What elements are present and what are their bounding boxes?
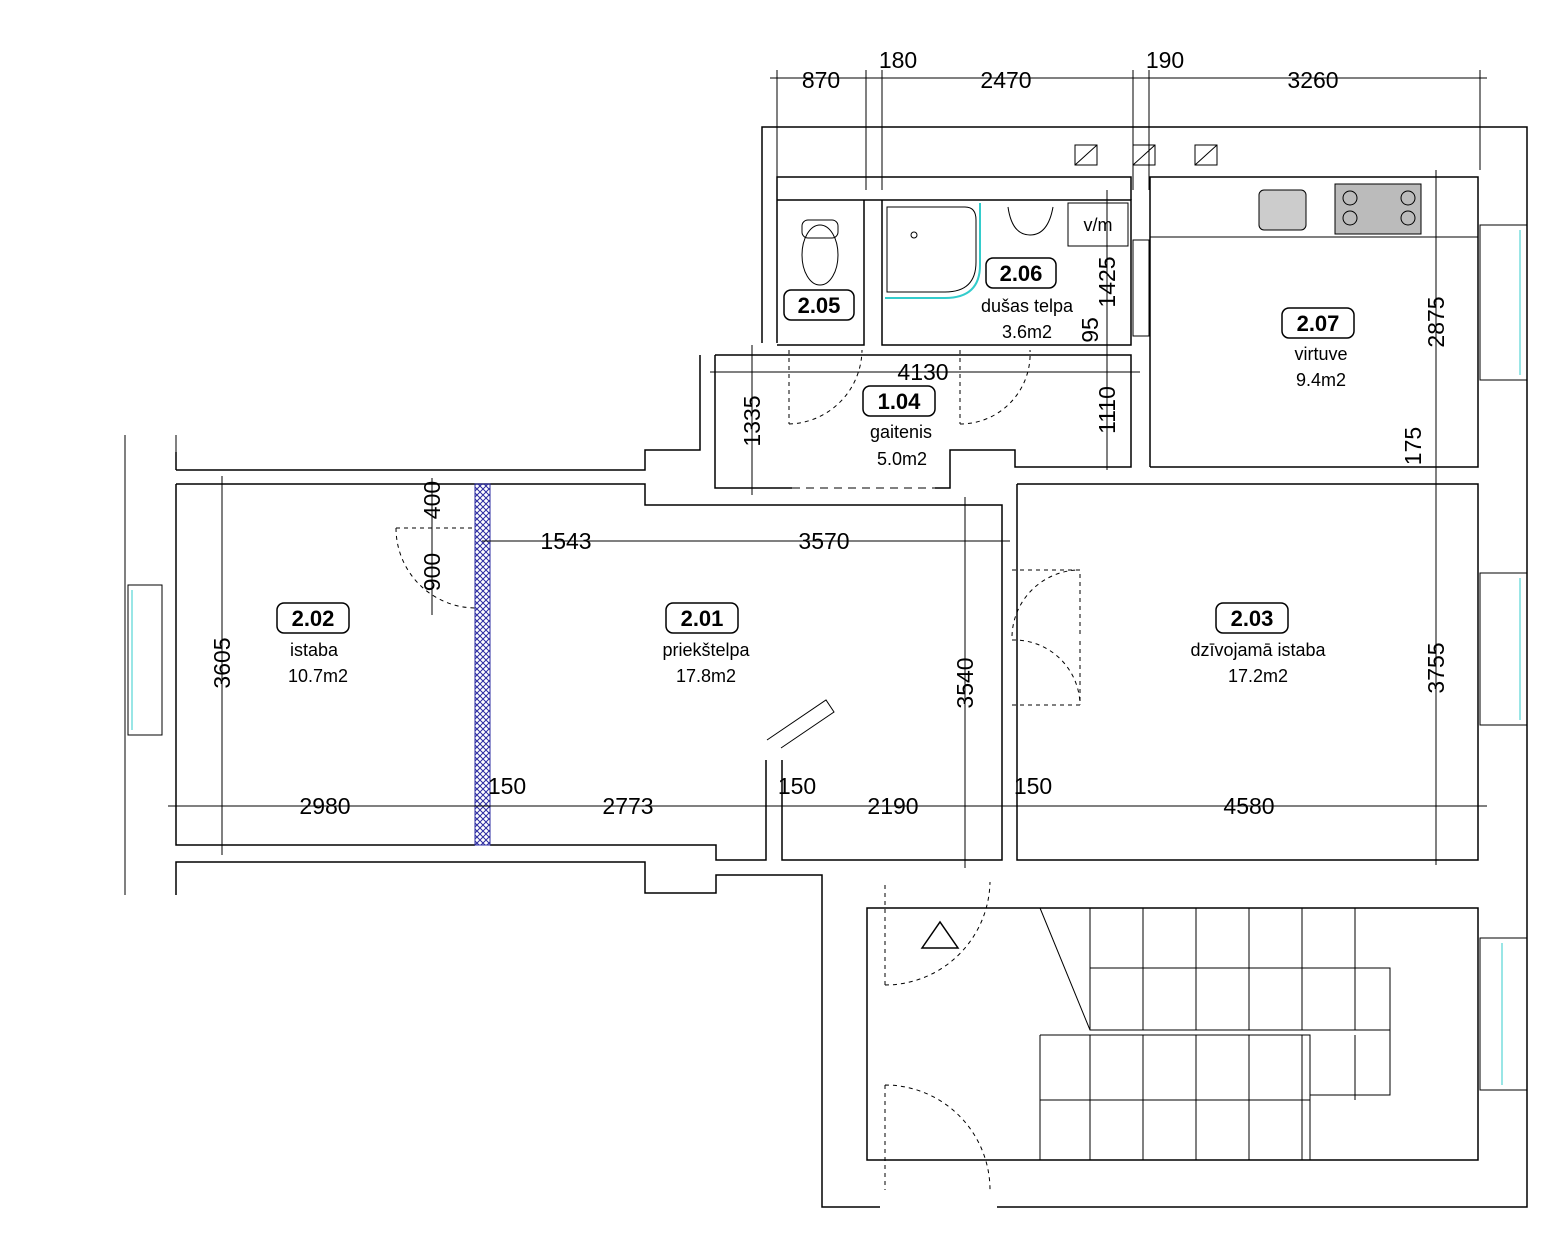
dim-top-180: 180: [879, 47, 917, 73]
dim-top-2470: 2470: [980, 67, 1031, 93]
windows: [127, 224, 1528, 1091]
stairs: [1039, 907, 1391, 1160]
room-name: gaitenis: [870, 422, 932, 442]
room-number: 2.05: [798, 293, 841, 318]
room-area: 5.0m2: [877, 449, 927, 469]
room-name: istaba: [290, 640, 339, 660]
dim-2980: 2980: [299, 793, 350, 819]
room-2-02: 2.02 istaba 10.7m2: [276, 602, 350, 686]
dim-top-3260: 3260: [1287, 67, 1338, 93]
room-number: 2.06: [1000, 261, 1043, 286]
room-name: dzīvojamā istaba: [1190, 640, 1326, 660]
dim-175: 175: [1400, 427, 1426, 465]
room-2-05: 2.05: [783, 289, 855, 321]
room-name: priekštelpa: [662, 640, 750, 660]
dim-3570: 3570: [798, 528, 849, 554]
room-area: 10.7m2: [288, 666, 348, 686]
dim-95: 95: [1077, 317, 1103, 343]
room-name: virtuve: [1294, 344, 1347, 364]
room-number: 2.02: [292, 606, 335, 631]
dim-1335: 1335: [739, 395, 765, 446]
room-2-03: 2.03 dzīvojamā istaba 17.2m2: [1190, 602, 1327, 686]
fixtures: v/m: [801, 144, 1422, 949]
dim-900: 900: [419, 553, 445, 591]
room-number: 1.04: [878, 389, 922, 414]
dim-150-a: 150: [488, 773, 526, 799]
dim-2190: 2190: [867, 793, 918, 819]
washing-machine-label: v/m: [1084, 215, 1113, 235]
dim-3755: 3755: [1423, 642, 1449, 693]
room-number: 2.03: [1231, 606, 1274, 631]
dimension-labels: 870 180 2470 190 3260 1425 95 4130 1335 …: [209, 47, 1449, 819]
dim-150-b: 150: [778, 773, 816, 799]
room-number: 2.01: [681, 606, 724, 631]
dim-1543: 1543: [540, 528, 591, 554]
room-area: 9.4m2: [1296, 370, 1346, 390]
dim-400: 400: [419, 481, 445, 519]
room-area: 3.6m2: [1002, 322, 1052, 342]
doors: [395, 349, 1081, 1191]
dim-2773: 2773: [602, 793, 653, 819]
dim-150-c: 150: [1014, 773, 1052, 799]
room-number: 2.07: [1297, 311, 1340, 336]
room-1-04: 1.04 gaitenis 5.0m2: [862, 385, 936, 469]
dim-3605: 3605: [209, 637, 235, 688]
dim-1425: 1425: [1094, 256, 1120, 307]
dim-1110: 1110: [1094, 386, 1120, 434]
room-area: 17.8m2: [676, 666, 736, 686]
dim-top-870: 870: [802, 67, 840, 93]
room-name: dušas telpa: [981, 296, 1074, 316]
dim-top-190: 190: [1146, 47, 1184, 73]
room-area: 17.2m2: [1228, 666, 1288, 686]
room-2-06: 2.06 dušas telpa 3.6m2: [981, 257, 1074, 342]
dim-4580: 4580: [1223, 793, 1274, 819]
dim-4130: 4130: [897, 359, 948, 385]
room-2-01: 2.01 priekštelpa 17.8m2: [662, 602, 751, 686]
dim-2875: 2875: [1423, 296, 1449, 347]
room-2-07: 2.07 virtuve 9.4m2: [1281, 307, 1355, 390]
dim-3540: 3540: [952, 657, 978, 708]
dimension-lines: [168, 70, 1487, 868]
